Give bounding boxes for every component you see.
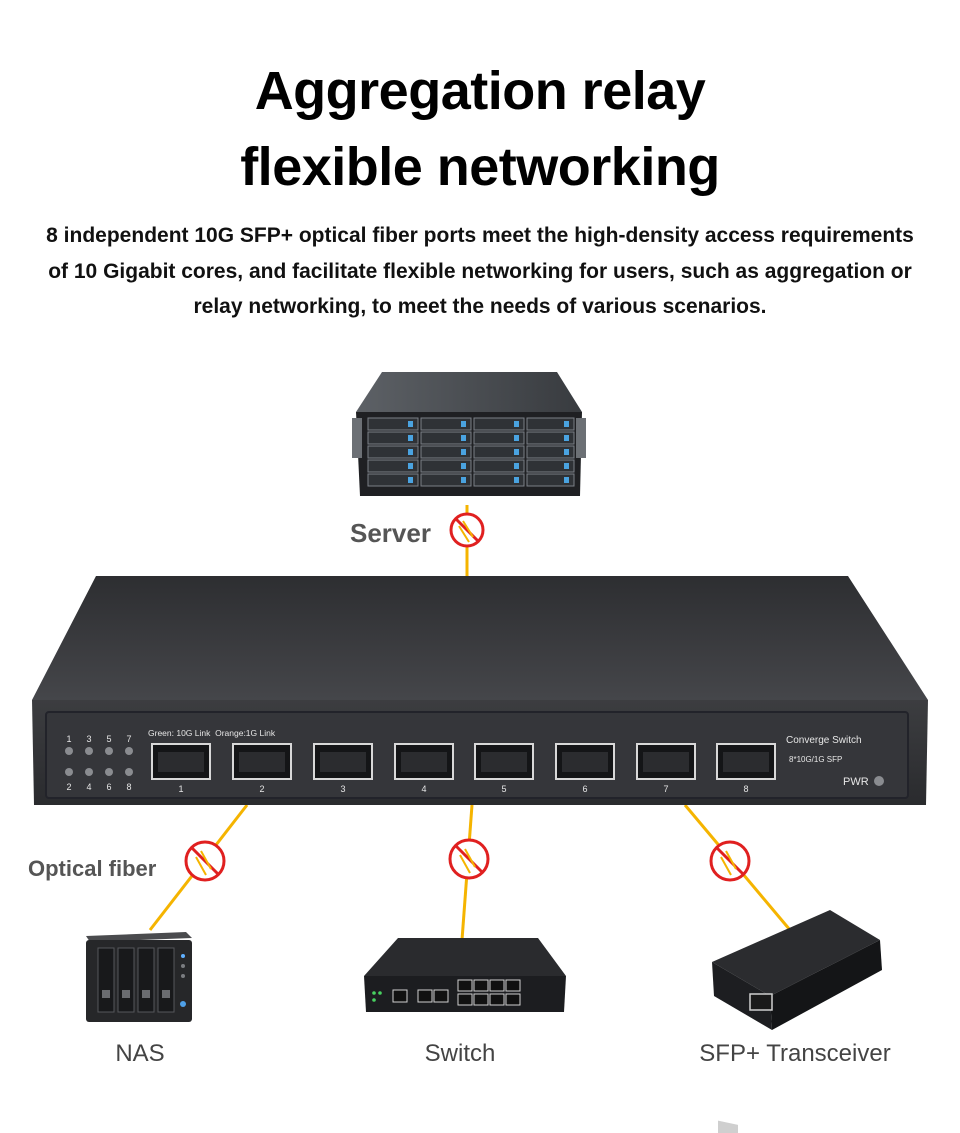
server-image (352, 372, 586, 496)
small-switch-image (364, 938, 566, 1012)
port-number: 4 (421, 784, 426, 794)
led-number: 7 (126, 734, 131, 744)
switch-label: Switch (424, 1040, 496, 1067)
no-interference-sign-icon (448, 838, 490, 880)
nas-image (86, 932, 192, 1022)
power-label: PWR (843, 776, 869, 788)
port-number: 2 (259, 784, 264, 794)
status-leds (65, 747, 133, 776)
sfp-port-5 (474, 743, 534, 780)
power-led (874, 776, 884, 786)
led-number: 3 (86, 734, 91, 744)
sfp-port-7 (636, 743, 696, 780)
server-label: Server (350, 518, 431, 548)
link-markers (184, 512, 751, 882)
port-number: 7 (663, 784, 668, 794)
led-number: 5 (106, 734, 111, 744)
no-interference-sign-icon (449, 512, 485, 548)
sfp-port-4 (394, 743, 454, 780)
sfp-port-6 (555, 743, 615, 780)
description-line-1: 8 independent 10G SFP+ optical fiber por… (46, 224, 914, 247)
heading-line-2: flexible networking (240, 137, 720, 197)
heading-line-1: Aggregation relay (254, 61, 706, 121)
port-number: 8 (743, 784, 748, 794)
transceiver-image (712, 910, 882, 1133)
led-number: 4 (86, 782, 91, 792)
link-legend: Green: 10G Link Orange:1G Link (148, 728, 276, 738)
sfp-port-2 (232, 743, 292, 780)
nas-label: NAS (115, 1040, 165, 1067)
led-number: 6 (106, 782, 111, 792)
description-line-2: of 10 Gigabit cores, and facilitate flex… (48, 260, 912, 283)
model-spec: 8*10G/1G SFP (789, 755, 842, 764)
sfp-port-1 (151, 743, 211, 780)
model-name: Converge Switch (786, 735, 862, 746)
led-number: 2 (66, 782, 71, 792)
no-interference-sign-icon (709, 840, 751, 882)
optical-fiber-label: Optical fiber (28, 856, 157, 881)
sfp-transceiver-label: SFP+ Transceiver (699, 1040, 891, 1067)
no-interference-sign-icon (184, 840, 226, 882)
port-number: 5 (501, 784, 506, 794)
port-number: 6 (582, 784, 587, 794)
sfp-ports (151, 743, 776, 780)
sfp-port-3 (313, 743, 373, 780)
sfp-port-8 (716, 743, 776, 780)
led-number: 1 (66, 734, 71, 744)
port-number: 1 (178, 784, 183, 794)
converge-switch-image: 1 3 5 7 2 4 6 8 Green: 10G Link Orange:1… (32, 576, 928, 805)
led-number: 8 (126, 782, 131, 792)
port-number: 3 (340, 784, 345, 794)
description-line-3: relay networking, to meet the needs of v… (193, 295, 767, 318)
